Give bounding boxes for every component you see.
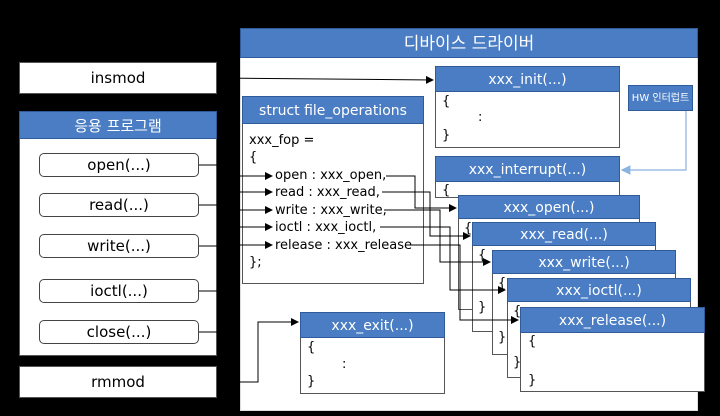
func-title-write: xxx_write(...) bbox=[492, 250, 676, 274]
insmod-box: insmod bbox=[19, 62, 217, 94]
func-brace: { bbox=[513, 304, 522, 319]
init-title: xxx_init(...) bbox=[435, 66, 620, 92]
fop-write-arrow bbox=[384, 209, 491, 266]
hw-interrupt-label: HW 인터럽트 bbox=[628, 85, 693, 111]
func-brace: { bbox=[498, 276, 507, 291]
rmmod-to-exit-arrow bbox=[217, 318, 299, 383]
func-title-read: xxx_read(...) bbox=[472, 222, 656, 246]
func-title-release: xxx_release(...) bbox=[520, 307, 705, 333]
func-brace: { bbox=[478, 248, 487, 263]
call-read: read(...) bbox=[39, 193, 199, 217]
exit-body-line: : bbox=[342, 357, 347, 372]
device-driver-title: 디바이스 드라이버 bbox=[240, 28, 698, 58]
fop-line: release : xxx_release bbox=[275, 238, 413, 253]
init-body-line: } bbox=[442, 128, 451, 143]
init-body-line: : bbox=[478, 110, 483, 125]
call-open: open(...) bbox=[39, 153, 199, 177]
func-brace: { bbox=[464, 221, 473, 236]
call-ioctl: ioctl(...) bbox=[39, 279, 199, 303]
exit-body-line: { bbox=[307, 340, 316, 355]
init-body-line: { bbox=[442, 94, 451, 109]
func-title-ioctl: xxx_ioctl(...) bbox=[507, 278, 691, 302]
read-call-arrow bbox=[199, 188, 273, 206]
close-call-arrow bbox=[199, 241, 273, 333]
exit-body-line: } bbox=[307, 374, 316, 389]
func-brace: } bbox=[513, 355, 522, 370]
insmod-to-init-arrow bbox=[216, 75, 434, 84]
fop-line: }; bbox=[249, 255, 262, 270]
fop-line: ioctl : xxx_ioctl, bbox=[275, 220, 377, 235]
write-call-arrow bbox=[199, 206, 273, 247]
exit-title: xxx_exit(...) bbox=[300, 312, 445, 338]
fop-release-arrow bbox=[410, 244, 519, 324]
func-brace: } bbox=[528, 373, 537, 388]
file-operations-title: struct file_operations bbox=[242, 96, 424, 124]
call-close: close(...) bbox=[39, 320, 199, 344]
rmmod-box: rmmod bbox=[19, 366, 217, 398]
func-brace: } bbox=[498, 330, 507, 345]
hw-interrupt-arrow bbox=[620, 111, 687, 175]
interrupt-title: xxx_interrupt(...) bbox=[435, 156, 620, 182]
application-title: 응용 프로그램 bbox=[19, 111, 217, 139]
ioctl-call-arrow bbox=[199, 223, 273, 292]
fop-ioctl-arrow bbox=[380, 226, 506, 294]
fop-line: read : xxx_read, bbox=[275, 185, 380, 200]
fop-line: xxx_fop = bbox=[249, 133, 315, 148]
fop-line: open : xxx_open, bbox=[275, 168, 387, 183]
func-title-open: xxx_open(...) bbox=[458, 195, 640, 219]
fop-line: { bbox=[249, 150, 258, 165]
func-brace: } bbox=[478, 300, 487, 315]
func-brace: { bbox=[528, 334, 537, 349]
interrupt-body-line: { bbox=[442, 183, 451, 198]
application-panel bbox=[19, 111, 217, 356]
open-call-arrow bbox=[199, 164, 273, 180]
fop-read-arrow bbox=[382, 191, 471, 240]
call-write: write(...) bbox=[39, 234, 199, 258]
fop-line: write : xxx_write, bbox=[275, 203, 387, 218]
